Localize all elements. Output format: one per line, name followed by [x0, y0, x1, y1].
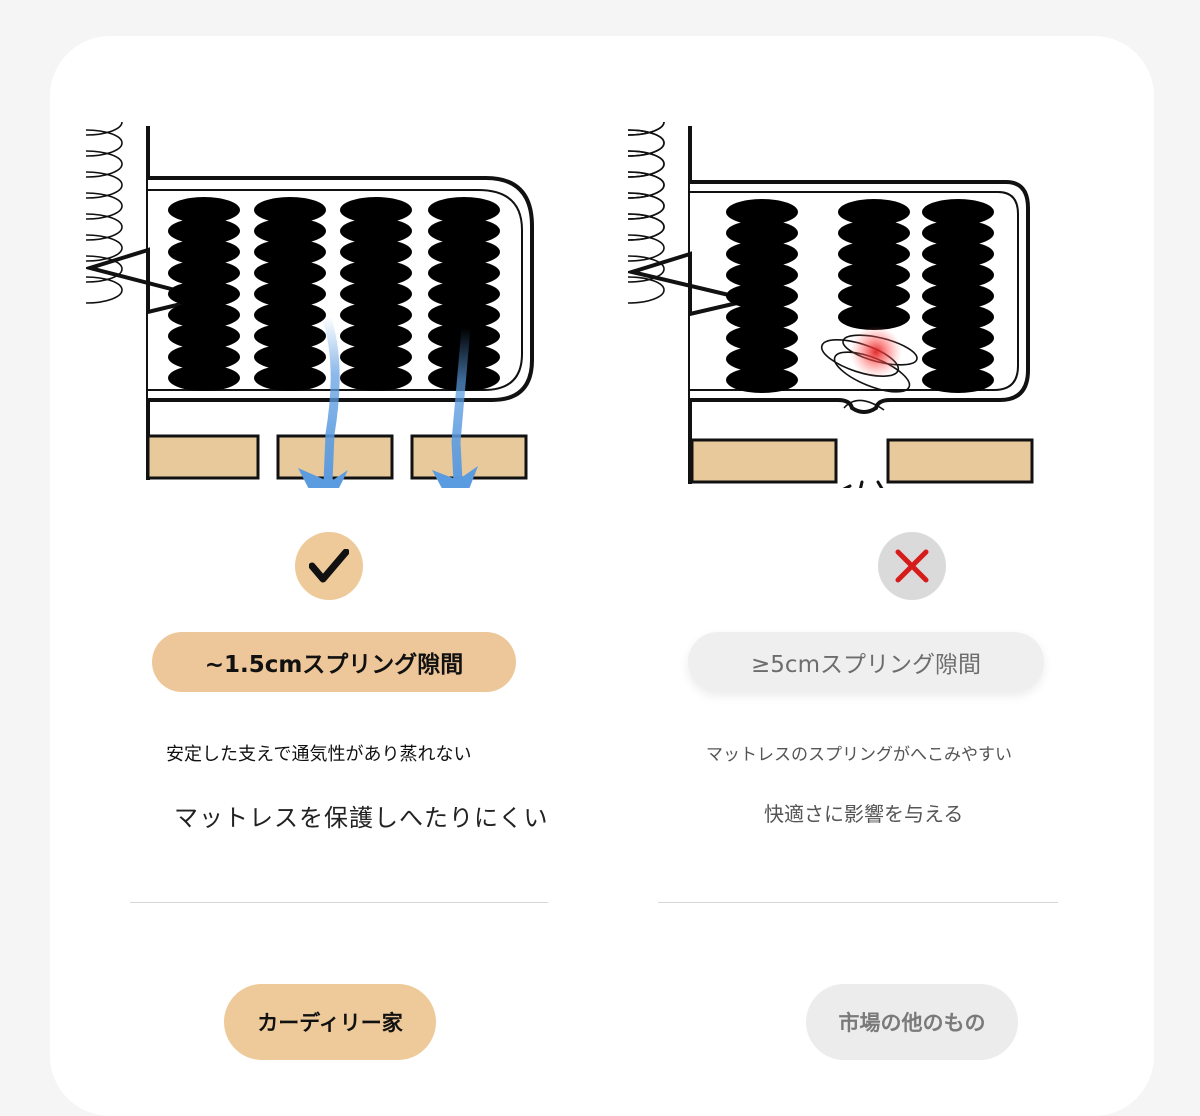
spring-gap-label: ≥5cmスプリング隙間 [751, 652, 981, 678]
pressure-point [850, 326, 902, 378]
drawback-text-2: 快適さに影響を与える [764, 802, 964, 826]
mattress-good-illustration [86, 122, 534, 488]
spring-gap-badge: ≥5cmスプリング隙間 [688, 632, 1044, 692]
bed-slats [690, 438, 1034, 484]
comparison-card: ~1.5cmスプリング隙間 安定した支えで通気性があり蒸れない マットレスを保護… [50, 36, 1154, 1116]
checkmark-icon [309, 549, 349, 583]
cross-badge [878, 532, 946, 600]
mattress-bad-illustration [628, 122, 1034, 488]
bed-slats [146, 434, 528, 480]
spring-gap-label: ~1.5cmスプリング隙間 [204, 652, 464, 678]
check-badge [295, 532, 363, 600]
benefit-text-2: マットレスを保護しへたりにくい [174, 804, 549, 832]
brand-label: 市場の他のもの [838, 1011, 986, 1035]
divider [658, 902, 1058, 903]
benefit-text-1: 安定した支えで通気性があり蒸れない [166, 744, 472, 765]
impact-lines [842, 480, 884, 488]
spring-coils [628, 122, 665, 304]
drawback-text-1: マットレスのスプリングがへこみやすい [706, 745, 1012, 765]
brand-label-badge: カーディリー家 [224, 984, 436, 1060]
brand-label-badge: 市場の他のもの [806, 984, 1018, 1060]
divider [130, 902, 548, 903]
cross-icon [895, 549, 929, 583]
brand-label: カーディリー家 [257, 1011, 403, 1035]
spring-coils [86, 122, 123, 304]
spring-gap-badge: ~1.5cmスプリング隙間 [152, 632, 516, 692]
